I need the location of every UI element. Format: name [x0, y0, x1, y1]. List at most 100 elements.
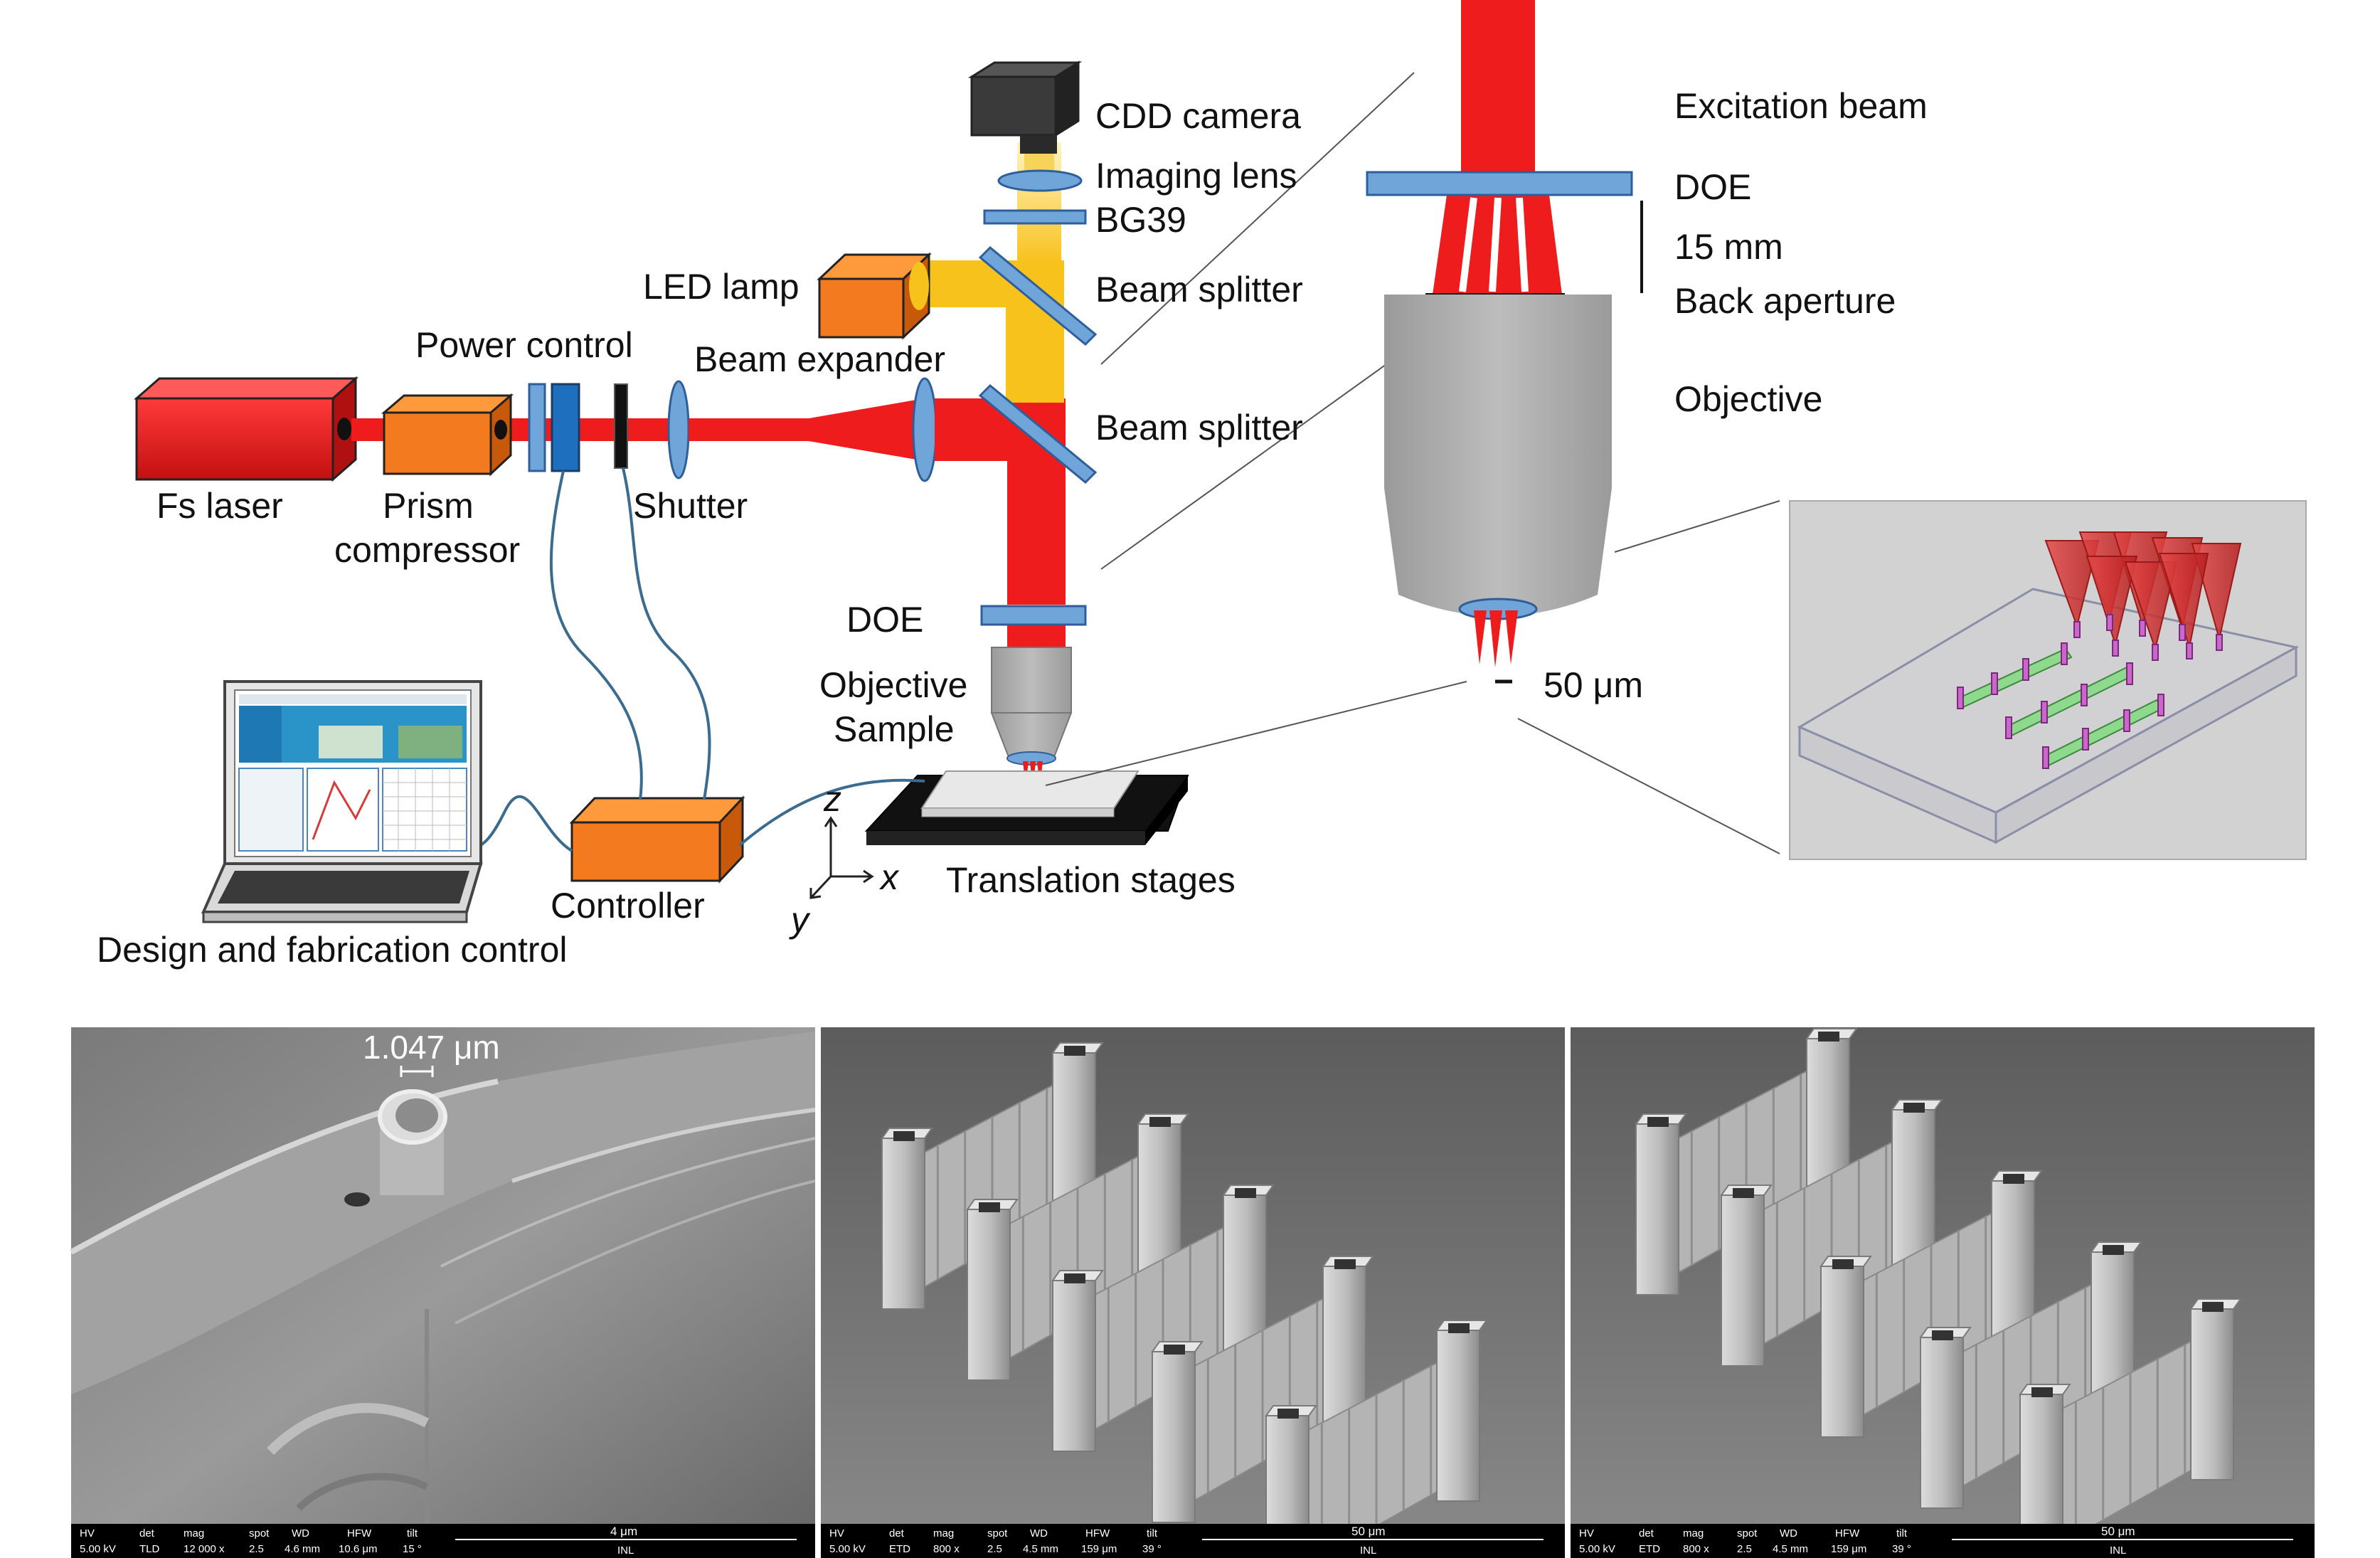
imaging-lens-label: Imaging lens — [1095, 156, 1297, 196]
sem-info-bar-2: HV 5.00 kV det ETD mag 800 x spot 2.5 WD… — [821, 1524, 1565, 1558]
info-hv: 5.00 kV — [829, 1543, 866, 1555]
back-aperture-label: Back aperture — [1674, 281, 1896, 321]
power-control-waveplate — [528, 383, 546, 472]
distance-label: 15 mm — [1674, 227, 1783, 267]
info-header-hfw: HFW — [1835, 1527, 1860, 1540]
info-header-tilt: tilt — [1147, 1527, 1158, 1540]
controller-box — [569, 795, 745, 884]
green-channels — [1956, 642, 2164, 769]
info-header-tilt: tilt — [1896, 1527, 1908, 1540]
info-wd: 4.6 mm — [285, 1543, 320, 1555]
info-header-hfw: HFW — [347, 1527, 372, 1540]
scalebar-label-2: 50 μm — [1351, 1525, 1386, 1538]
info-hv: 5.00 kV — [80, 1543, 116, 1555]
excitation-beam-label: Excitation beam — [1674, 86, 1928, 126]
sem-info-bar-3: HV 5.00 kV det ETD mag 800 x spot 2.5 WD… — [1571, 1524, 2315, 1558]
fs-laser-box — [134, 376, 358, 482]
scalebar-label-1: 4 μm — [610, 1525, 637, 1538]
inset-objective-label: Objective — [1674, 379, 1822, 419]
beam-expander-lens-1 — [667, 380, 690, 479]
info-header-mag: mag — [1683, 1527, 1704, 1540]
power-control-polarizer — [551, 383, 580, 472]
inset-doe-label: DOE — [1674, 167, 1751, 207]
sample-label: Sample — [834, 709, 955, 749]
info-header-det: det — [1639, 1527, 1654, 1540]
pillar-row-3e — [2019, 1298, 2242, 1558]
bg39-label: BG39 — [1095, 200, 1186, 240]
axis-triad — [809, 816, 874, 899]
info-header-hv: HV — [829, 1527, 844, 1540]
expanding-beam — [689, 418, 743, 441]
cables — [464, 467, 925, 854]
info-header-hv: HV — [80, 1527, 95, 1540]
info-tilt: 39 ° — [1892, 1543, 1911, 1555]
doe-label: DOE — [846, 600, 923, 640]
beam-expander-lens-2 — [912, 377, 937, 482]
info-hv: 5.00 kV — [1579, 1543, 1615, 1555]
info-hfw: 159 μm — [1081, 1543, 1117, 1555]
info-header-wd: WD — [1780, 1527, 1797, 1540]
info-header-tilt: tilt — [407, 1527, 418, 1540]
power-control-label: Power control — [415, 325, 633, 365]
axis-y-label: y — [789, 900, 811, 940]
inset-scale-label: 50 μm — [1544, 665, 1643, 705]
expanding-beam-2 — [743, 398, 925, 461]
inset-doe-plate — [1366, 171, 1633, 196]
axis-x-label: x — [879, 857, 900, 897]
info-header-spot: spot — [1737, 1527, 1758, 1540]
optical-setup: Fs laser Prism compressor Power control … — [97, 60, 1467, 970]
info-header-det: det — [889, 1527, 905, 1540]
beam-splitter-top-element — [978, 245, 1098, 346]
inst-label-1: INL — [617, 1544, 634, 1557]
translation-stages-label: Translation stages — [946, 860, 1236, 900]
beam-splitter-bottom-label: Beam splitter — [1095, 408, 1303, 447]
sample-slide — [920, 770, 1139, 809]
info-header-hfw: HFW — [1085, 1527, 1110, 1540]
info-spot: 2.5 — [249, 1543, 264, 1555]
pillar-row-2c — [1051, 1185, 1275, 1452]
fs-laser-label: Fs laser — [156, 486, 283, 526]
info-header-mag: mag — [184, 1527, 204, 1540]
beam-splitter-bottom-element — [978, 383, 1098, 484]
info-header-det: det — [139, 1527, 155, 1540]
shutter-label: Shutter — [633, 486, 748, 526]
info-mag: 800 x — [933, 1543, 960, 1555]
info-hfw: 10.6 μm — [339, 1543, 378, 1555]
sem-panel-1: 1.047 μm — [70, 1027, 816, 1558]
info-det: ETD — [1639, 1543, 1660, 1555]
info-header-wd: WD — [1030, 1527, 1048, 1540]
info-hfw: 159 μm — [1831, 1543, 1866, 1555]
info-det: ETD — [889, 1543, 910, 1555]
measurement-label: 1.047 μm — [363, 1029, 500, 1066]
prism-compressor-label-1: Prism — [383, 486, 474, 526]
excitation-beam-column — [1461, 0, 1535, 175]
pillar-structures — [881, 1028, 2242, 1558]
info-tilt: 15 ° — [403, 1543, 422, 1555]
info-spot: 2.5 — [987, 1543, 1002, 1555]
inst-label-2: INL — [1360, 1544, 1376, 1557]
translation-stage — [864, 770, 1189, 845]
imaging-lens-element — [997, 169, 1083, 192]
sem-info-bar-1: HV 5.00 kV det TLD mag 12 000 x spot 2.5… — [71, 1524, 815, 1558]
info-mag: 12 000 x — [184, 1543, 225, 1555]
shutter-element — [614, 383, 628, 469]
beam-splitter-top-label: Beam splitter — [1095, 270, 1303, 309]
inst-label-3: INL — [2110, 1544, 2126, 1557]
info-spot: 2.5 — [1737, 1543, 1752, 1555]
axis-z-label: z — [823, 779, 841, 819]
design-control-label: Design and fabrication control — [97, 930, 568, 970]
info-wd: 4.5 mm — [1773, 1543, 1808, 1555]
scalebar-label-3: 50 μm — [2101, 1525, 2135, 1538]
cdd-camera-label: CDD camera — [1095, 96, 1301, 136]
led-lamp-label: LED lamp — [643, 267, 799, 307]
objective-inset: Excitation beam DOE 15 mm Back aperture … — [1366, 0, 1928, 854]
info-mag: 800 x — [1683, 1543, 1709, 1555]
led-lamp-box — [817, 252, 932, 340]
pillar-row-2d — [1151, 1256, 1374, 1523]
bg39-filter — [983, 209, 1087, 225]
info-tilt: 39 ° — [1142, 1543, 1162, 1555]
doe-element — [980, 605, 1087, 626]
render-3d-panel — [1789, 500, 2307, 860]
info-header-mag: mag — [933, 1527, 954, 1540]
